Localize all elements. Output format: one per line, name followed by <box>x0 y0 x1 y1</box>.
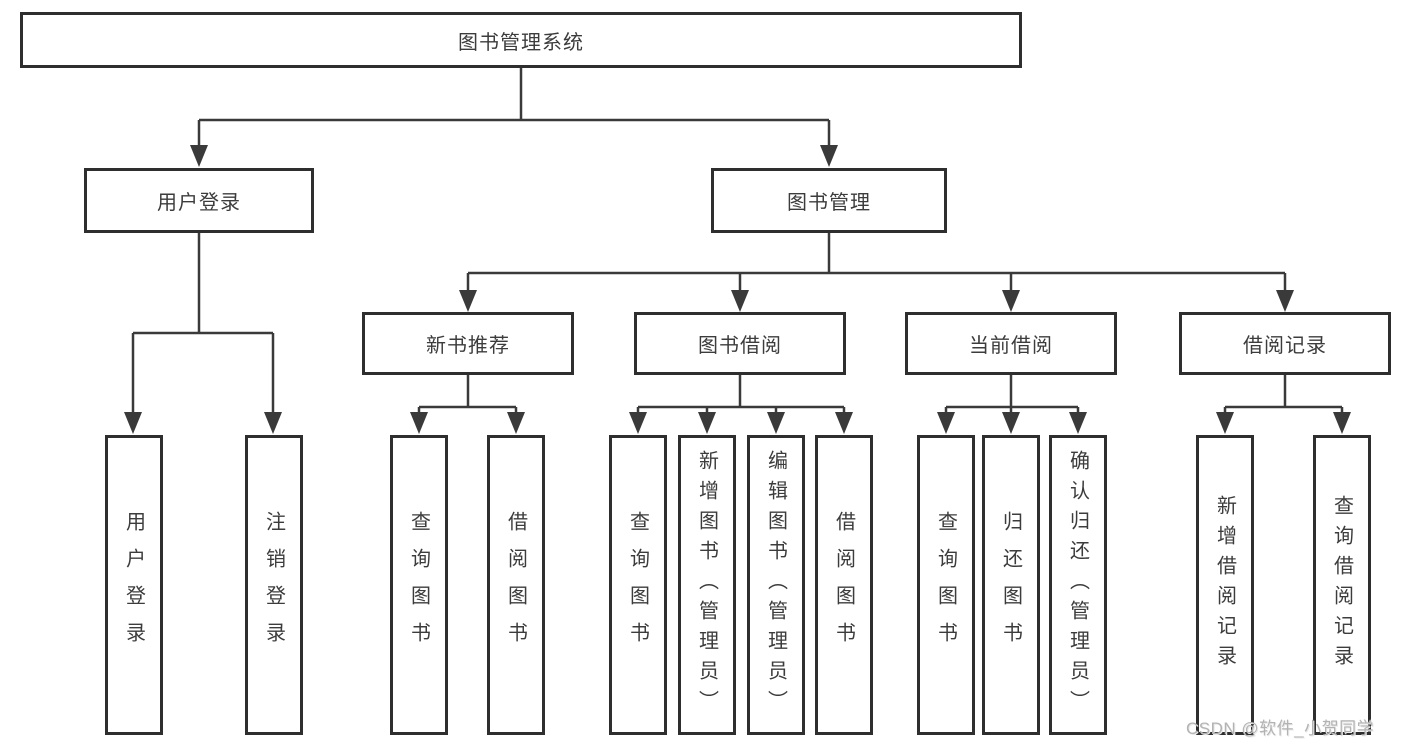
node-book-management: 图书管理 <box>711 168 947 233</box>
leaf-logout: 注销登录 <box>245 435 303 735</box>
leaf-query-borrow-record: 查询借阅记录 <box>1313 435 1371 735</box>
leaf-borrow-book-2: 借阅图书 <box>815 435 873 735</box>
leaf-query-book-1: 查询图书 <box>390 435 448 735</box>
leaf-edit-book-admin: 编辑图书（管理员） <box>747 435 805 735</box>
leaf-borrow-book-1: 借阅图书 <box>487 435 545 735</box>
leaf-query-book-3: 查询图书 <box>917 435 975 735</box>
node-library-management-system: 图书管理系统 <box>20 12 1022 68</box>
leaf-return-book: 归还图书 <box>982 435 1040 735</box>
leaf-query-book-2: 查询图书 <box>609 435 667 735</box>
leaf-add-book-admin: 新增图书（管理员） <box>678 435 736 735</box>
leaf-add-borrow-record: 新增借阅记录 <box>1196 435 1254 735</box>
node-borrow-record: 借阅记录 <box>1179 312 1391 375</box>
node-new-book-recommend: 新书推荐 <box>362 312 574 375</box>
csdn-watermark: CSDN @软件_小贺同学 <box>1186 719 1375 738</box>
node-book-borrow: 图书借阅 <box>634 312 846 375</box>
node-current-borrow: 当前借阅 <box>905 312 1117 375</box>
leaf-confirm-return-admin: 确认归还（管理员） <box>1049 435 1107 735</box>
leaf-user-login: 用户登录 <box>105 435 163 735</box>
arrowheads <box>124 145 1351 434</box>
node-user-login: 用户登录 <box>84 168 314 233</box>
